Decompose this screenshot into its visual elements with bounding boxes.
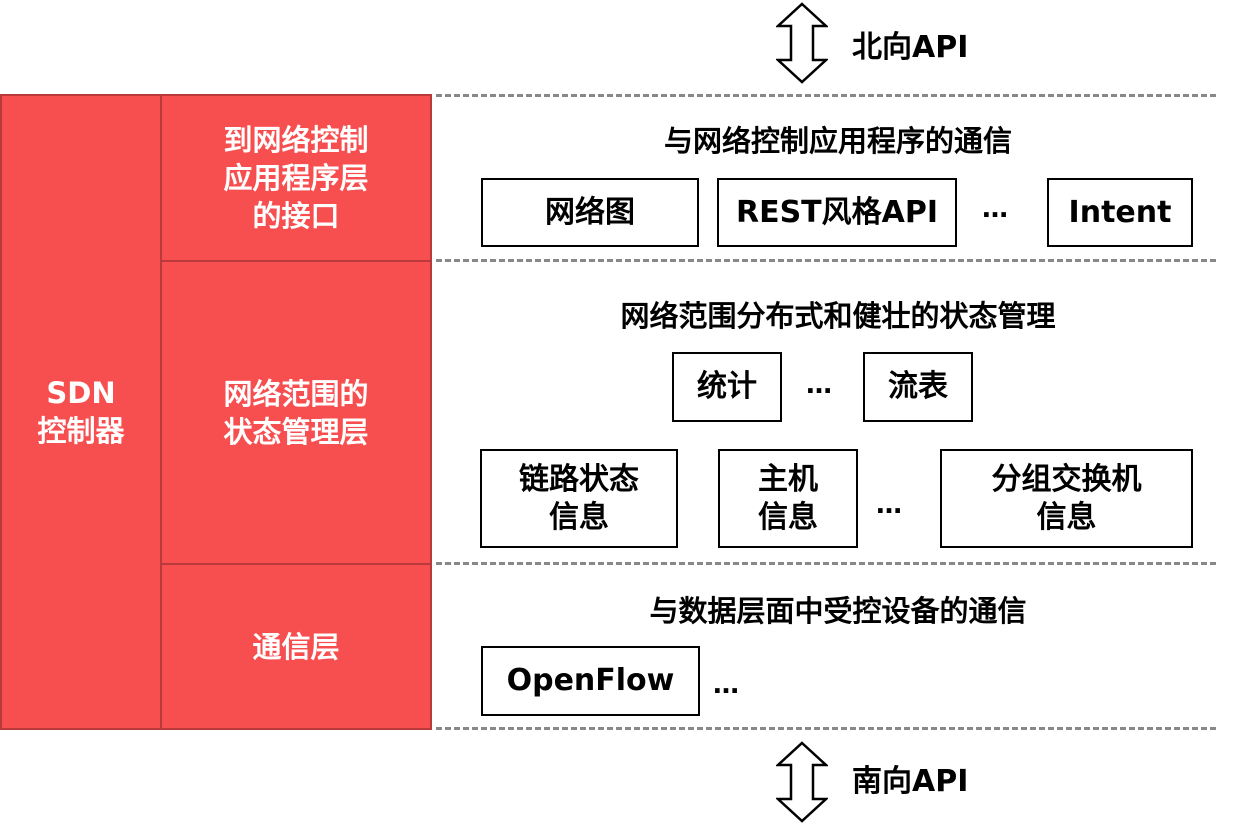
- south-api-arrow-icon: [776, 741, 828, 823]
- separator-state-comm: [436, 562, 1216, 565]
- interface-heading: 与网络控制应用程序的通信: [663, 124, 1012, 158]
- state-management-layer-label: 网络范围的 状态管理层: [223, 376, 369, 449]
- state-row2-ellipsis: …: [876, 490, 902, 520]
- south-api-label: 南向API: [852, 764, 969, 799]
- sdn-controller-block: SDN 控制器: [0, 94, 162, 730]
- communication-layer-label: 通信层: [252, 629, 340, 664]
- sdn-controller-label: SDN 控制器: [37, 376, 125, 448]
- separator-interface-state: [436, 259, 1216, 262]
- interface-ellipsis: …: [982, 194, 1008, 224]
- openflow-box: OpenFlow: [481, 646, 700, 716]
- state-row1-ellipsis: …: [806, 370, 832, 400]
- intent-box: Intent: [1047, 178, 1193, 247]
- north-api-label: 北向API: [852, 30, 969, 65]
- north-api-arrow-icon: [776, 2, 828, 84]
- network-graph-box: 网络图: [481, 178, 699, 247]
- packet-switch-info-box: 分组交换机 信息: [940, 449, 1193, 548]
- host-info-box: 主机 信息: [718, 449, 858, 548]
- state-heading: 网络范围分布式和健壮的状态管理: [620, 299, 1056, 333]
- comm-heading: 与数据层面中受控设备的通信: [649, 594, 1027, 628]
- separator-top: [436, 94, 1216, 97]
- flow-table-box: 流表: [863, 352, 973, 422]
- interface-layer-label: 到网络控制 应用程序层 的接口: [223, 123, 369, 233]
- rest-api-box: REST风格API: [717, 178, 957, 247]
- link-state-info-box: 链路状态 信息: [480, 449, 678, 548]
- comm-ellipsis: …: [713, 670, 739, 700]
- interface-layer-block: 到网络控制 应用程序层 的接口: [160, 94, 432, 262]
- statistics-box: 统计: [672, 352, 782, 422]
- state-management-layer-block: 网络范围的 状态管理层: [160, 260, 432, 565]
- separator-bottom: [436, 727, 1216, 730]
- communication-layer-block: 通信层: [160, 563, 432, 730]
